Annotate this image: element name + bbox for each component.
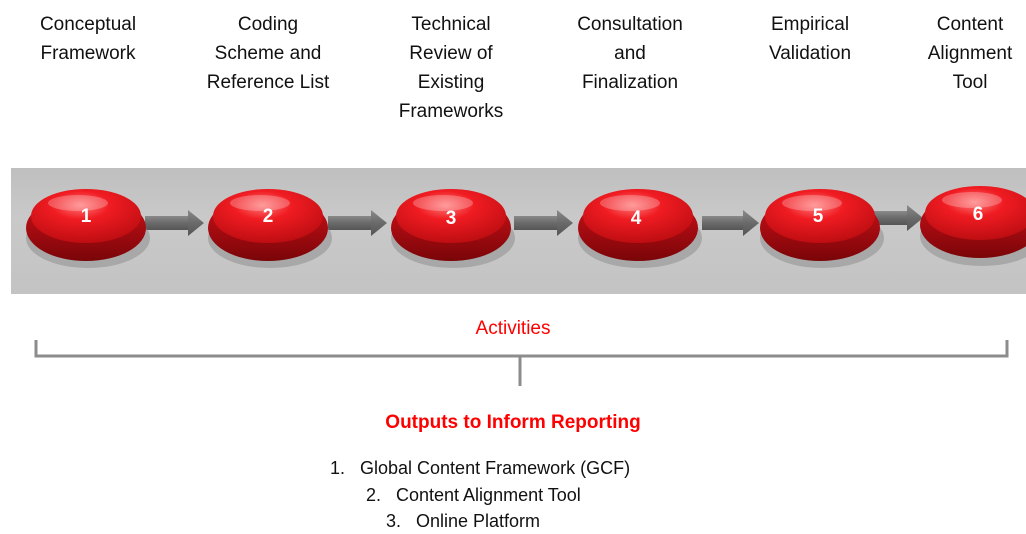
step-button-6: 6	[920, 186, 1026, 266]
step-label-3: Technical Review of Existing Frameworks	[398, 14, 504, 122]
step-label-4: Consultation and Finalization	[577, 14, 683, 93]
step-button-4: 4	[578, 189, 702, 268]
output-item-text: Content Alignment Tool	[396, 485, 581, 505]
step-label-1: Conceptual Framework	[39, 14, 137, 64]
step-number-4: 4	[631, 208, 642, 229]
step-label-5: Empirical Validation	[768, 14, 852, 64]
output-item-number: 1.	[330, 458, 346, 478]
step-button-2: 2	[208, 189, 332, 268]
step-number-5: 5	[813, 206, 824, 227]
step-label-6: Content Alignment Tool	[927, 14, 1013, 93]
output-item-3: 3. Online Platform	[386, 511, 540, 532]
output-item-number: 2.	[366, 485, 382, 505]
step-button-5: 5	[760, 189, 884, 268]
step-button-1: 1	[26, 189, 150, 268]
output-item-text: Online Platform	[416, 511, 541, 531]
step-number-1: 1	[81, 206, 92, 227]
output-item-2: 2. Content Alignment Tool	[366, 485, 581, 506]
output-item-text: Global Content Framework (GCF)	[360, 458, 631, 478]
step-number-6: 6	[973, 204, 984, 225]
arrow-1-2	[145, 210, 204, 236]
arrow-4-5	[702, 210, 759, 236]
outputs-title: Outputs to Inform Reporting	[385, 412, 641, 433]
step-label-2: Coding Scheme and Reference List	[206, 14, 330, 93]
arrow-2-3	[328, 210, 387, 236]
output-item-1: 1. Global Content Framework (GCF)	[330, 458, 630, 479]
step-number-2: 2	[263, 206, 274, 227]
activities-bracket	[34, 340, 1009, 386]
output-item-number: 3.	[386, 511, 402, 531]
arrow-3-4	[514, 210, 573, 236]
activities-label: Activities	[475, 318, 551, 339]
step-number-3: 3	[446, 208, 457, 229]
step-button-3: 3	[391, 189, 515, 268]
